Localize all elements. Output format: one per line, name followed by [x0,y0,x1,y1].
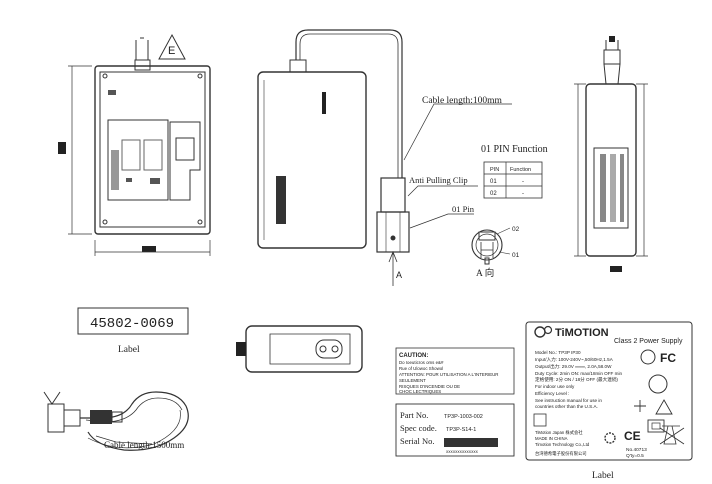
caution-label: CAUTION: Do Ioeuticros oms e&# Rue of Ul… [395,347,515,395]
rating-label: TiMOTION Class 2 Power Supply Model No.:… [525,321,693,481]
rating-line-3: Output/出力: 29.0V ═══, 2.0A,58.0W [535,363,612,370]
gear-icon [604,432,616,444]
function-header: Function [510,167,531,173]
caution-line-1: Do Ioeuticros oms e&# [399,360,444,365]
pin-row-1-function: - [522,179,524,185]
rating-line-6: For indoor use only [535,384,575,389]
caution-line-5: RISQUES D'INCENDIE OU DE [399,384,460,389]
double-insulation-icon [634,400,646,412]
pin-label: 01 Pin [452,204,475,214]
pin-number-02: 02 [512,226,520,233]
pin-function-title: 01 PIN Function [481,144,548,155]
part-no-value: TP3P-1003-002 [444,414,483,420]
pin-function-table: 01 PIN Function PIN Function 01 - 02 - [481,144,548,199]
part-label-caption: Label [118,345,140,355]
rating-line-8: See instruction manual for use in [535,398,602,403]
front-view: A Cable length:100mm Anti Pulling Clip 0… [257,29,520,286]
part-number: 45802-0069 [90,316,174,332]
cable-length-label: Cable length:100mm [422,96,503,106]
brand-logo: TiMOTION [555,327,609,339]
part-number-label: 45802-0069 Label [77,307,189,355]
caution-line-2: Rue of Ulowoc Showol [399,366,443,371]
pse-mark-icon [640,349,656,365]
caution-title: CAUTION: [399,353,428,359]
pin-header: PIN [490,167,499,173]
plug-cable: Cable length:1500mm [43,391,189,451]
small-line-1: No.40713 [626,447,647,453]
part-no-label: Part No. [400,410,428,420]
side-view [574,36,648,272]
view-marker: A [396,270,402,280]
spec-label: Part No. TP3P-1003-002 Spec code. TP3P-S… [395,403,515,457]
small-line-2: Q'ty=0.5 [626,453,644,459]
spec-code-value: TP3P-S14-1 [446,427,476,433]
spec-code-label: Spec code. [400,423,437,433]
rating-line-5: 定格使用: 2分 ON / 18分 OFF (最大連続) [535,376,618,383]
maker-line-1: TiMotion Japan 株式会社 [535,429,583,436]
serial-no-value: XXXXXXXXXXXXXX [446,451,479,455]
e-badge: E [168,45,175,57]
maker-line-2: MADE IN CHINA [535,436,568,441]
ul-mark-icon [648,374,668,394]
anti-pulling-clip-label: Anti Pulling Clip [409,175,468,185]
serial-no-label: Serial No. [400,436,434,446]
rating-line-7: Efficiency Level : [535,391,569,396]
rating-line-9: countries other than the U.S.A. [535,404,598,409]
caution-line-3: ATTENTION: POUR UTILISATION A L'INTERIEU… [399,372,498,377]
pin-number-01: 01 [512,252,520,259]
pin-row-2-number: 02 [490,191,497,197]
fc-mark: FC [660,351,676,365]
maker-line-3: Timotion Technology Co.,Ltd [535,442,590,447]
caution-line-4: SEULEMENT [399,378,426,383]
view-caption: A 向 [476,267,494,279]
maker-line-4: 台湾德希電子股份有限公司 [535,450,587,457]
weee-bin-icon [659,425,685,445]
plug-cable-label: Cable length:1500mm [104,440,184,450]
connector-view [236,325,363,373]
rating-line-2: Input/入力: 100V-240V~,50/60Hz,1.5A [535,356,614,363]
pin-row-2-function: - [522,191,524,197]
warning-triangle-icon [655,399,673,415]
warning-triangle-icon [158,33,186,60]
caution-line-6: CHOC LECTRIQUES [399,389,441,394]
rating-line-1: Model No.: TP3P IP30 [535,350,581,355]
ce-mark: CE [624,429,641,443]
class2-text: Class 2 Power Supply [614,338,683,345]
pin-row-1-number: 01 [490,179,497,185]
back-view: E [58,33,211,256]
rating-label-caption: Label [592,471,614,481]
rating-line-4: Duty Cycle: 2min ON: max/18min OFF min [535,371,622,376]
